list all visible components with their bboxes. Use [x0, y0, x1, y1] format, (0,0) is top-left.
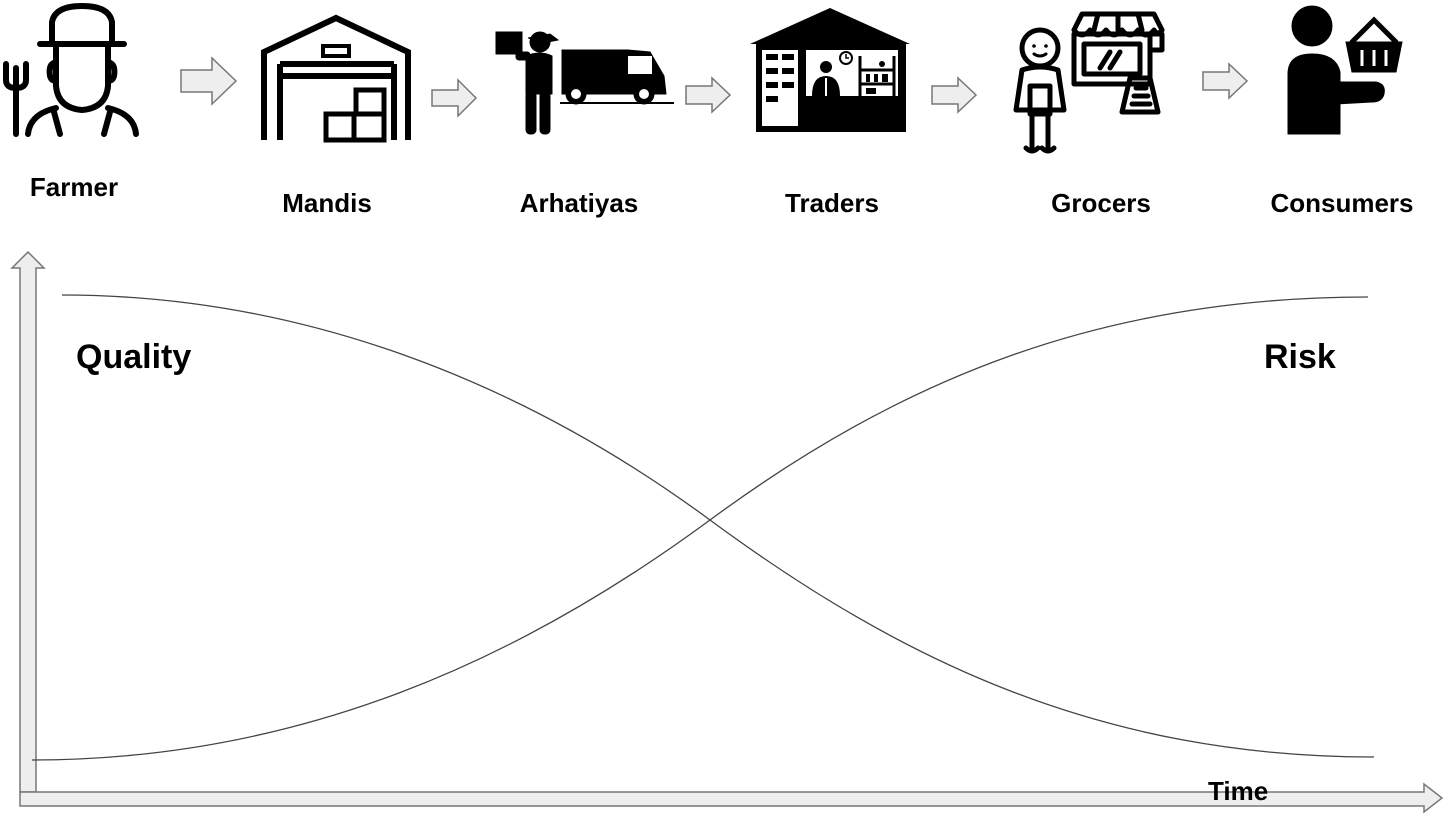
arrow-right-icon — [1202, 62, 1249, 100]
arrow-right-icon — [685, 76, 732, 114]
y-axis-arrow — [10, 250, 46, 793]
quality-curve — [61, 294, 1375, 758]
arrow-right-icon — [431, 78, 478, 118]
arrow-right-icon — [931, 76, 978, 114]
stage-label-farmer: Farmer — [29, 172, 119, 202]
x-axis-arrow — [19, 782, 1444, 814]
stage-label-traders: Traders — [785, 188, 879, 218]
arrow-right-icon — [180, 56, 238, 106]
x-axis-label: Time — [1208, 776, 1269, 806]
risk-curve — [31, 296, 1369, 761]
consumer-basket-icon — [1287, 5, 1403, 135]
delivery-truck-icon — [495, 31, 674, 135]
farmer-icon — [3, 3, 139, 137]
quality-label: Quality — [76, 338, 192, 376]
stage-label-grocers: Grocers — [1051, 188, 1151, 218]
stage-label-arhatiyas: Arhatiyas — [519, 188, 639, 218]
stage-label-mandis: Mandis — [282, 188, 372, 218]
stage-label-consumers: Consumers — [1270, 188, 1414, 218]
risk-label: Risk — [1264, 338, 1336, 376]
market-stall-icon — [750, 8, 910, 132]
warehouse-icon — [261, 14, 411, 143]
grocer-shop-icon — [1013, 11, 1165, 154]
